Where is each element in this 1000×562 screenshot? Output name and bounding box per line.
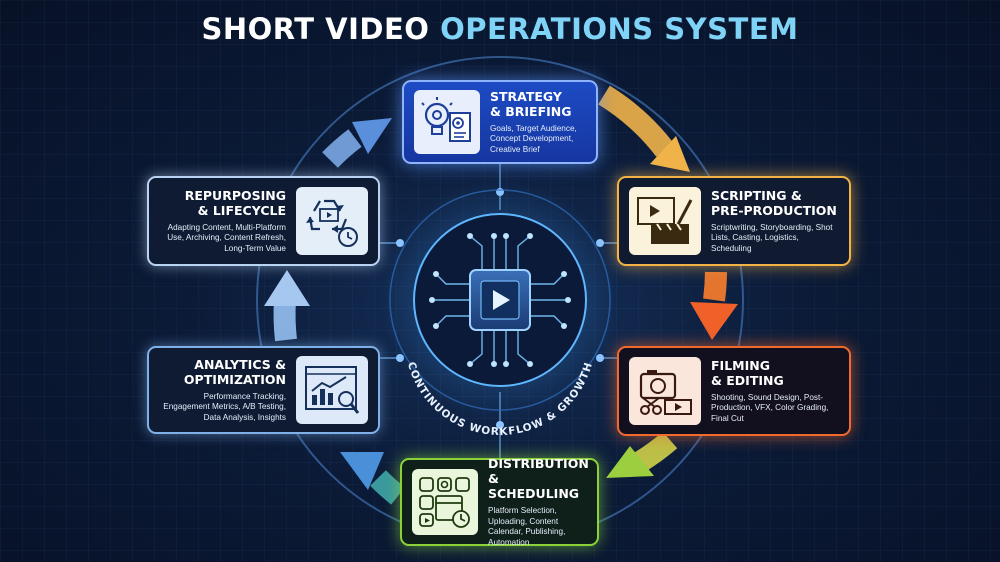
- stage-description: Performance Tracking, Engagement Metrics…: [163, 391, 286, 422]
- chart-magnifier-icon: [296, 356, 368, 424]
- stage-card-strategy[interactable]: STRATEGY & BRIEFING Goals, Target Audien…: [402, 80, 598, 164]
- stage-card-analytics[interactable]: ANALYTICS & OPTIMIZATION Performance Tra…: [147, 346, 380, 434]
- circuit-traces: [432, 235, 568, 365]
- storyboard-clapperboard-icon: [629, 187, 701, 255]
- arrow-filming-to-distribution: [606, 431, 678, 478]
- stage-description: Platform Selection, Uploading, Content C…: [488, 506, 566, 547]
- arrow-analytics-to-repurposing: [264, 270, 310, 342]
- title-part-2: OPERATIONS SYSTEM: [440, 12, 799, 46]
- lightbulb-gear-document-icon: [414, 90, 480, 154]
- stage-description: Scriptwriting, Storyboarding, Shot Lists…: [711, 222, 833, 253]
- center-ring-outer: [389, 189, 611, 411]
- recycle-video-clock-icon: [296, 187, 368, 255]
- play-icon: [493, 290, 510, 310]
- stage-card-filming[interactable]: FILMING & EDITING Shooting, Sound Design…: [617, 346, 851, 436]
- platforms-calendar-icon: [412, 469, 478, 535]
- arrow-scripting-to-filming: [690, 271, 738, 340]
- arrow-strategy-to-scripting: [598, 85, 690, 172]
- camera-scissors-icon: [629, 357, 701, 425]
- stage-description: Goals, Target Audience, Concept Developm…: [490, 123, 577, 154]
- page-title: SHORT VIDEO OPERATIONS SYSTEM: [0, 12, 1000, 46]
- stage-title: SCRIPTING & PRE-PRODUCTION: [711, 187, 837, 218]
- stage-title: REPURPOSING & LIFECYCLE: [184, 187, 286, 218]
- stage-card-repurposing[interactable]: REPURPOSING & LIFECYCLE Adapting Content…: [147, 176, 380, 266]
- stage-card-distribution[interactable]: DISTRIBUTION & SCHEDULING Platform Selec…: [400, 456, 599, 547]
- stage-card-scripting[interactable]: SCRIPTING & PRE-PRODUCTION Scriptwriting…: [617, 176, 851, 266]
- stage-title: STRATEGY & BRIEFING: [490, 88, 572, 119]
- title-part-1: SHORT VIDEO: [201, 12, 430, 46]
- arrow-repurposing-to-strategy: [322, 118, 392, 168]
- stage-title: FILMING & EDITING: [711, 357, 784, 388]
- stage-title: DISTRIBUTION & SCHEDULING: [488, 456, 589, 501]
- stage-description: Adapting Content, Multi-Platform Use, Ar…: [167, 222, 286, 253]
- stage-description: Shooting, Sound Design, Post-Production,…: [711, 392, 829, 423]
- stage-title: ANALYTICS & OPTIMIZATION: [183, 356, 286, 387]
- circuit-nodes: [429, 233, 571, 367]
- arrow-distribution-to-analytics: [340, 452, 405, 505]
